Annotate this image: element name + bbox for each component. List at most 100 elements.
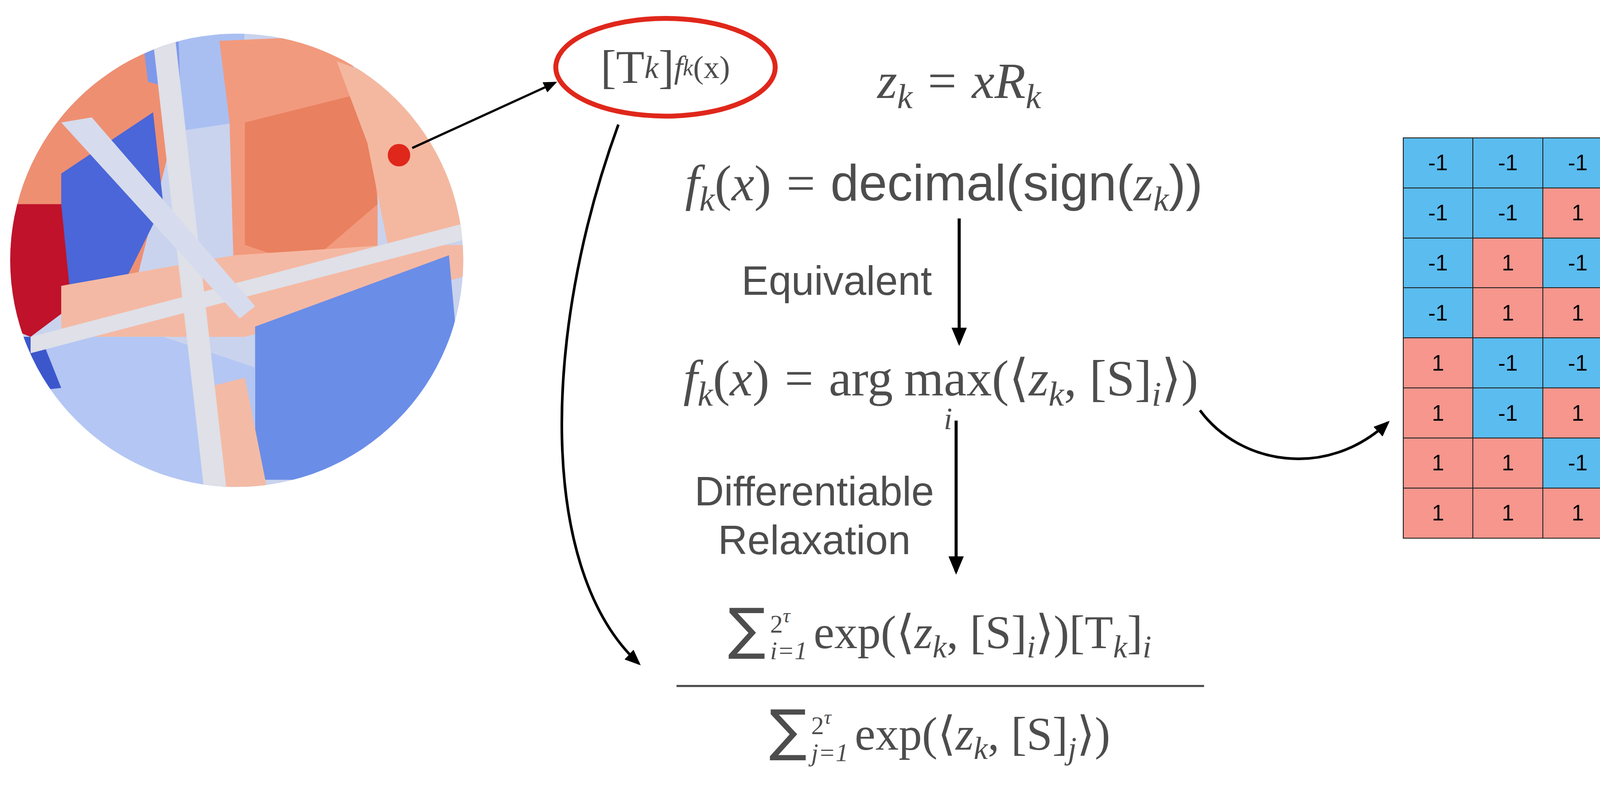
formula: zk=xRk: [877, 47, 1041, 120]
sum-limits: 2τ j=1: [811, 706, 849, 766]
limit-value: j=1: [811, 738, 849, 767]
table-cell: 1: [1472, 237, 1544, 289]
math-symbol: j: [1067, 730, 1077, 766]
math-symbol: k: [682, 52, 693, 83]
sphere-region: [245, 91, 378, 265]
math-symbol: k: [644, 46, 659, 89]
math-symbol: z: [914, 606, 933, 658]
cell-value: -1: [1568, 350, 1588, 376]
table-cell: 1: [1402, 387, 1474, 439]
math-symbol: i: [1151, 374, 1162, 414]
math-symbol: k: [1048, 374, 1065, 414]
table-cell: 1: [1542, 287, 1600, 339]
down-arrow: [954, 420, 958, 572]
curved-arrow: [561, 124, 639, 664]
math-symbol: , [S]: [987, 707, 1068, 760]
table-cell: 1: [1402, 487, 1474, 539]
math-symbol: [T: [600, 37, 645, 98]
math-symbol: f: [683, 350, 698, 407]
math-symbol: =: [927, 52, 957, 110]
cell-value: -1: [1498, 199, 1518, 226]
table-cell: 1: [1472, 487, 1544, 539]
math-symbol: z: [1133, 155, 1154, 212]
cell-value: -1: [1568, 449, 1588, 476]
limit-exponent: τ: [782, 603, 791, 627]
red-point: [387, 144, 411, 167]
math-symbol: ): [752, 350, 770, 407]
node-formula: [Tk]fk(x): [551, 14, 780, 121]
math-symbol: ⟩)[T: [1035, 606, 1114, 658]
lower-limit: i=1: [770, 637, 808, 665]
cell-value: 1: [1571, 400, 1585, 426]
math-symbol: xR: [971, 52, 1026, 110]
math-symbol: ]: [658, 37, 674, 98]
limit-value: 2: [770, 609, 783, 638]
sphere-region: [336, 61, 468, 245]
operator: max: [903, 352, 992, 404]
limit-value: i=1: [770, 636, 808, 665]
table-cell: 1: [1542, 387, 1600, 439]
math-symbol: k: [973, 730, 989, 766]
cell-value: -1: [1428, 249, 1448, 276]
table-cell: 1: [1402, 337, 1474, 389]
math-symbol: i: [1142, 628, 1152, 664]
cell-value: -1: [1498, 149, 1518, 176]
limit-exponent: τ: [824, 705, 832, 728]
math-symbol: ∑: [727, 595, 766, 662]
math-symbol: i: [1026, 628, 1036, 664]
table-cell: 1: [1472, 437, 1544, 489]
cell-value: 1: [1501, 249, 1515, 276]
math-symbol: k: [897, 77, 913, 117]
formula: ∑2τi=1exp(⟨zk, [S]i⟩)[Tk]i: [727, 592, 1152, 680]
math-symbol: f: [685, 155, 700, 212]
cell-value: 1: [1501, 499, 1515, 526]
table-cell: -1: [1542, 137, 1600, 189]
math-symbol: ⟩): [1076, 707, 1111, 760]
table-cell: -1: [1402, 187, 1474, 239]
math-symbol: )): [1168, 154, 1203, 211]
math-symbol: ⟩): [1161, 350, 1199, 407]
cell-value: 1: [1571, 499, 1585, 526]
math-symbol: k: [1113, 628, 1128, 664]
table-cell: -1: [1402, 137, 1474, 189]
cell-value: 1: [1571, 199, 1585, 226]
math-symbol: exp(⟨: [813, 606, 915, 658]
cell-value: 1: [1432, 499, 1445, 526]
math-symbol: k: [932, 628, 947, 664]
sphere-region: [30, 222, 468, 354]
math-symbol: =: [784, 350, 814, 407]
table-cell: 1: [1402, 437, 1474, 489]
curved-arrow: [1199, 410, 1388, 459]
step-label: Differentiable Relaxation: [677, 466, 952, 565]
table-cell: -1: [1472, 187, 1544, 239]
ellipse-shape: [555, 18, 775, 117]
math-symbol: (⟨: [991, 350, 1029, 407]
math-symbol: z: [955, 707, 974, 760]
table-cell: -1: [1542, 437, 1600, 489]
cell-value: 1: [1501, 299, 1515, 326]
pointer-arrow: [412, 82, 555, 148]
cell-value: -1: [1428, 199, 1448, 226]
cell-value: 1: [1432, 400, 1445, 426]
table-cell: -1: [1542, 237, 1600, 289]
table-cell: 1: [1542, 487, 1600, 539]
table-cell: -1: [1402, 287, 1474, 339]
table-cell: -1: [1472, 337, 1544, 389]
operator-index: i: [943, 403, 953, 435]
math-symbol: x: [729, 350, 753, 407]
math-symbol: ]: [1127, 606, 1143, 658]
table-cell: -1: [1472, 387, 1544, 439]
sum-limits: 2τi=1: [770, 604, 808, 665]
limit-value: 2: [811, 711, 825, 740]
fraction-bar: [676, 684, 1205, 687]
math-symbol: (x): [692, 46, 730, 89]
math-symbol: z: [877, 52, 898, 110]
table-cell: -1: [1542, 337, 1600, 389]
cell-value: -1: [1498, 350, 1518, 376]
cell-value: -1: [1428, 299, 1448, 326]
upper-limit: 2τ: [770, 604, 791, 638]
table-cell: -1: [1472, 137, 1544, 189]
math-symbol: =: [786, 155, 816, 212]
math-symbol: f: [673, 46, 683, 89]
